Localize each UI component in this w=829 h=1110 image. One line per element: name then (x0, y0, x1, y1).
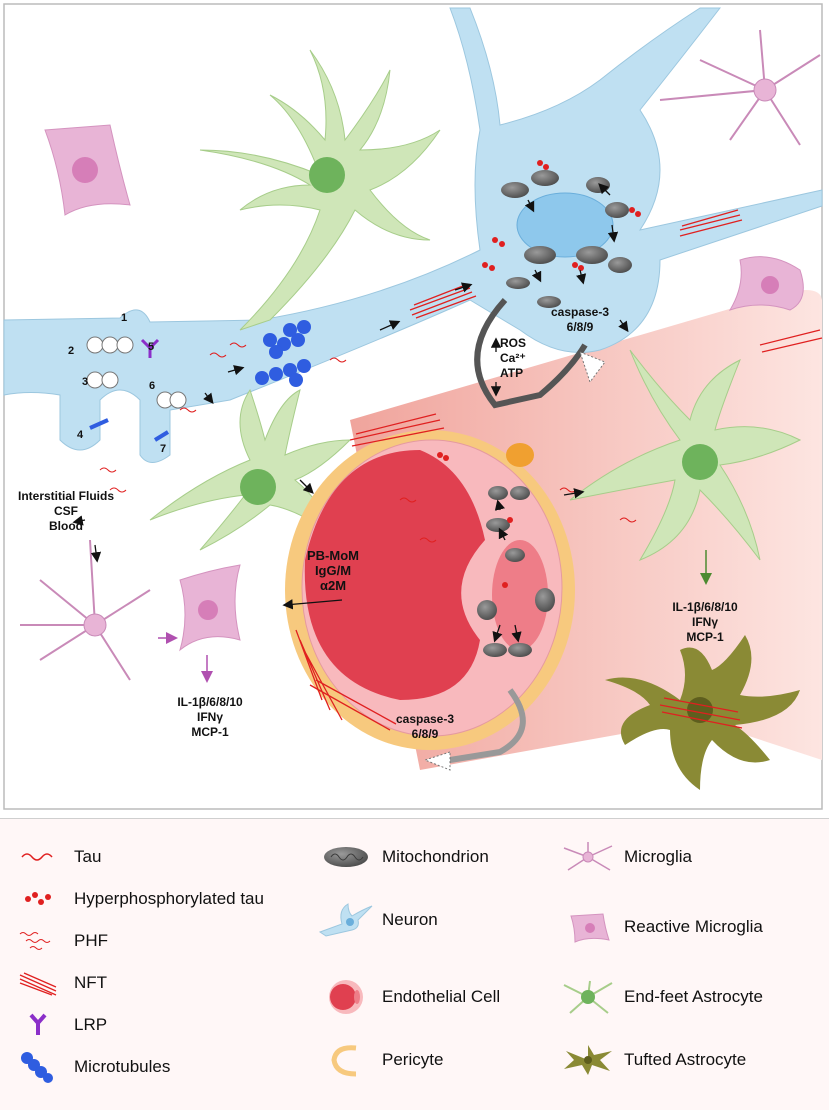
neuron-nucleus (516, 192, 614, 258)
step-number: 6 (149, 380, 156, 392)
legend-item: Tufted Astrocyte (560, 1042, 746, 1078)
diagram-canvas (3, 3, 823, 810)
mitochondrion-icon (318, 839, 374, 875)
diagram-figure: 1 2 3 4 5 6 7 Interstitial Fluids CSF Bl… (3, 3, 823, 810)
hyperphosphorylated-tau-icon (10, 881, 66, 917)
legend-item: LRP (10, 1007, 107, 1043)
synaptic-vesicles (86, 336, 187, 409)
legend-item: Tau (10, 839, 101, 875)
mitochondria (477, 170, 632, 657)
lrp-receptor (140, 338, 160, 358)
legend-item: PHF (10, 923, 108, 959)
tau-squiggles (99, 342, 637, 543)
tau-icon (10, 839, 66, 875)
nft-bundles (295, 209, 823, 731)
synapse-exit-label: Interstitial Fluids CSF Blood (17, 489, 114, 533)
pericyte-icon (318, 1042, 374, 1078)
microtubules (255, 320, 311, 387)
step-number: 5 (148, 341, 155, 353)
neuron-icon (318, 902, 374, 938)
neuron (3, 7, 823, 463)
vessel-transport-label: PB-MoM IgG/M α2M (307, 548, 359, 593)
step-number: 7 (160, 443, 167, 455)
cytokines-right-label: IL-1β/6/8/10 IFNγ MCP-1 (672, 600, 738, 644)
microtubules-icon (10, 1049, 66, 1085)
phf-icon (10, 923, 66, 959)
microglia-cells (20, 29, 821, 681)
legend-item: NFT (10, 965, 107, 1001)
step-number: 2 (68, 345, 75, 357)
legend-item: Endothelial Cell (318, 979, 500, 1015)
end-feet-astrocyte-icon (560, 979, 616, 1015)
neuron-stress-label: ROS Ca²⁺ ATP (500, 336, 527, 380)
legend-item: Hyperphosphorylated tau (10, 881, 264, 917)
neuron-feedback-arrow (474, 297, 588, 409)
step-number: 1 (121, 312, 128, 324)
tufted-astrocyte-icon (560, 1042, 616, 1078)
nft-icon (10, 965, 66, 1001)
hyperphosphorylated-tau (437, 160, 641, 588)
legend-item: End-feet Astrocyte (560, 979, 763, 1015)
caspase-vessel-label: caspase-3 6/8/9 (395, 712, 455, 741)
legend-item: Reactive Microglia (560, 909, 763, 945)
endothelial-cell-icon (318, 979, 374, 1015)
legend: Tau Hyperphosphorylated tau PHF NFT LRP … (0, 818, 829, 1110)
legend-item: Microglia (560, 839, 692, 875)
microglia-icon (560, 839, 616, 875)
microtubule-fragment (89, 418, 109, 430)
caspase-neuron-label: caspase-3 6/8/9 (550, 305, 610, 334)
cytokines-left-label: IL-1β/6/8/10 IFNγ MCP-1 (177, 695, 243, 739)
vessel-lumen (304, 450, 485, 700)
legend-item: Microtubules (10, 1049, 170, 1085)
vessel-feedback-arrow (449, 688, 526, 763)
step-number: 3 (82, 376, 89, 388)
reactive-microglia-icon (560, 909, 616, 945)
lrp-icon (10, 1007, 66, 1043)
legend-item: Neuron (318, 902, 438, 938)
step-number: 4 (77, 429, 84, 441)
astrocyte-nucleus (309, 157, 345, 193)
legend-item: Pericyte (318, 1042, 443, 1078)
process-arrows (72, 183, 629, 643)
legend-item: Mitochondrion (318, 839, 489, 875)
endothelial-nucleus (492, 540, 548, 650)
